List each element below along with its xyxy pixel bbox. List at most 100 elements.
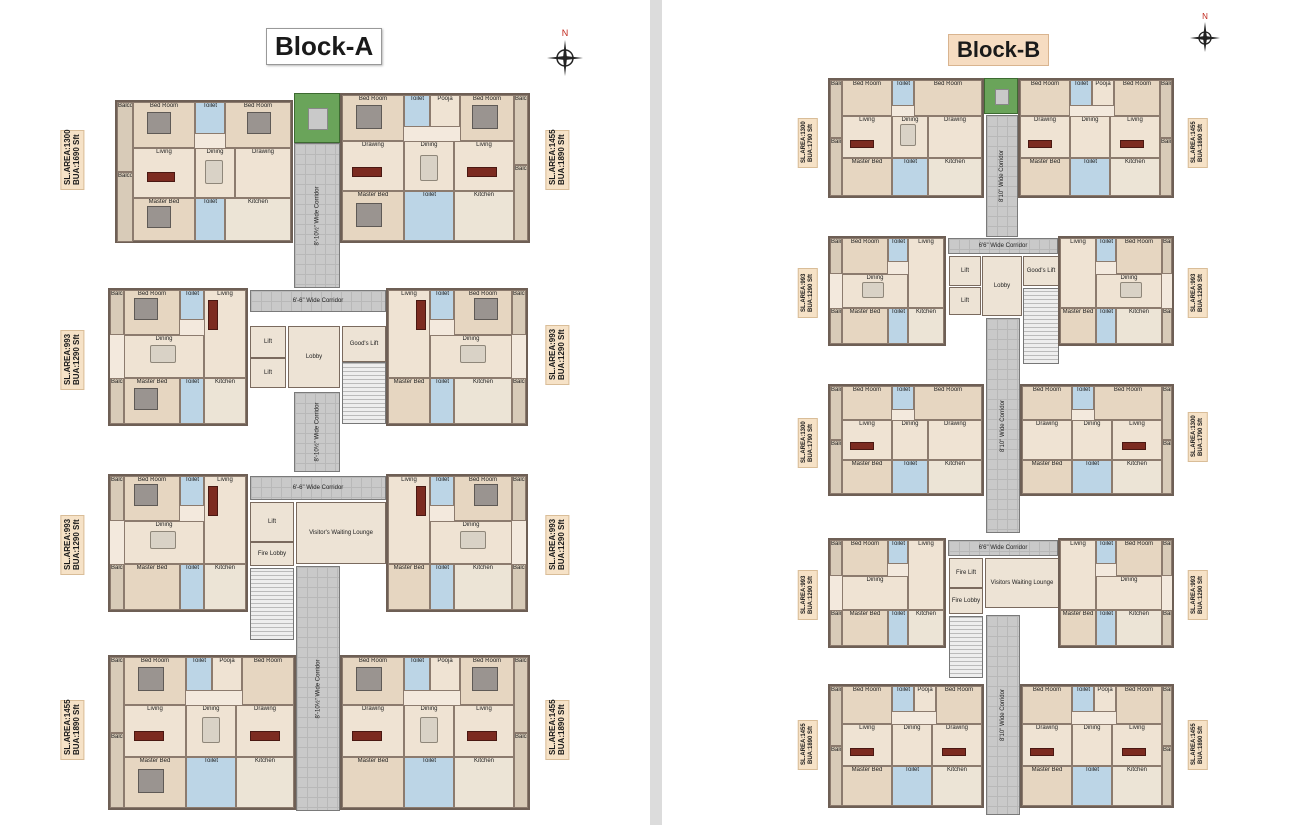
corridor-vertical: 8'-10½" Wide Corridor	[296, 566, 340, 811]
bed	[472, 105, 498, 129]
living: Living	[1060, 540, 1096, 610]
sofa	[942, 748, 966, 756]
kitchen: Kitchen	[204, 564, 246, 610]
toilet: Toilet	[195, 198, 225, 241]
drawing: Drawing	[928, 116, 982, 158]
master-bed: Master Bed	[1020, 158, 1070, 196]
kitchen: Kitchen	[928, 460, 982, 494]
toilet: Toilet	[1072, 460, 1112, 494]
dining: Dining	[842, 576, 908, 610]
dining: Dining	[124, 335, 204, 378]
bed	[138, 769, 164, 793]
fire-lift: Fire Lift	[949, 558, 983, 588]
balcony: Balcony	[512, 378, 526, 424]
living: Living	[908, 238, 944, 308]
staircase	[342, 362, 386, 424]
toilet: Toilet	[430, 290, 454, 320]
balcony: Balcony	[110, 290, 124, 335]
compass-icon: N	[1190, 12, 1220, 52]
toilet: Toilet	[1072, 686, 1094, 712]
bed	[134, 388, 158, 410]
toilet: Toilet	[888, 238, 908, 262]
sofa	[850, 442, 874, 450]
toilet: Toilet	[195, 102, 225, 134]
dining: Dining	[1096, 576, 1162, 610]
balcony: Balcony	[1162, 440, 1172, 494]
balcony: Balcony	[830, 610, 842, 646]
balcony: Balcony	[1162, 386, 1172, 440]
dining: Dining	[892, 420, 928, 460]
pooja: Pooja	[914, 686, 936, 712]
living: Living	[1112, 724, 1162, 766]
master-bed: Master Bed	[342, 757, 404, 808]
unit-a8: Bed Room Toilet Pooja Bed Room Balcony D…	[340, 655, 530, 810]
master-bed: Master Bed	[1060, 610, 1096, 646]
balcony: Balcony	[110, 564, 124, 610]
lift: Lift	[949, 287, 981, 315]
toilet: Toilet	[1096, 610, 1116, 646]
dining-table	[900, 124, 916, 146]
master-bed: Master Bed	[842, 460, 892, 494]
sofa	[208, 486, 218, 516]
toilet: Toilet	[892, 80, 914, 106]
sofa	[467, 167, 497, 177]
balcony: Balcony	[830, 80, 842, 138]
unit-b1: Balcony Bed Room Toilet Bed Room Living …	[828, 78, 984, 198]
bed-room: Bed Room	[460, 657, 514, 705]
balcony: Balcony	[830, 440, 842, 494]
bed-room: Bed Room	[1116, 686, 1162, 724]
kitchen: Kitchen	[928, 158, 982, 196]
sofa	[1120, 140, 1144, 148]
toilet: Toilet	[1070, 158, 1110, 196]
master-bed: Master Bed	[1022, 766, 1072, 806]
toilet: Toilet	[1070, 80, 1092, 106]
unit-b2: Bed Room Toilet Pooja Bed Room Balcony D…	[1018, 78, 1174, 198]
drawing: Drawing	[342, 705, 404, 757]
balcony: Balcony	[830, 746, 842, 806]
kitchen: Kitchen	[204, 378, 246, 424]
dining-table	[460, 531, 486, 549]
drawing: Drawing	[1022, 420, 1072, 460]
bed-room: Bed Room	[842, 386, 892, 420]
dining: Dining	[1072, 724, 1112, 766]
garden-courtyard	[294, 93, 340, 143]
bed-room: Bed Room	[914, 386, 982, 420]
drawing: Drawing	[235, 148, 291, 198]
toilet: Toilet	[892, 158, 928, 196]
balcony: Balcony	[512, 290, 526, 335]
toilet: Toilet	[888, 610, 908, 646]
bed	[147, 112, 171, 134]
bed-room: Bed Room	[1114, 80, 1160, 116]
kitchen: Kitchen	[908, 610, 944, 646]
dining-table	[205, 160, 223, 184]
fire-lobby: Fire Lobby	[949, 588, 983, 614]
corridor-horizontal: 6'6" Wide Corridor	[948, 540, 1058, 556]
bed-room: Bed Room	[914, 80, 982, 116]
visitors-waiting-lounge: Visitor's Waiting Lounge	[296, 502, 386, 564]
toilet: Toilet	[1096, 540, 1116, 564]
staircase	[949, 616, 983, 678]
dining-table	[460, 345, 486, 363]
sofa	[1122, 748, 1146, 756]
master-bed: Master Bed	[1022, 460, 1072, 494]
kitchen: Kitchen	[454, 191, 514, 241]
bed	[134, 484, 158, 506]
master-bed: Master Bed	[842, 766, 892, 806]
living: Living	[1060, 238, 1096, 308]
sofa	[250, 731, 280, 741]
dining-table	[150, 345, 176, 363]
bed	[356, 105, 382, 129]
bed-room: Bed Room	[842, 540, 888, 576]
toilet: Toilet	[180, 564, 204, 610]
kitchen: Kitchen	[1116, 610, 1162, 646]
